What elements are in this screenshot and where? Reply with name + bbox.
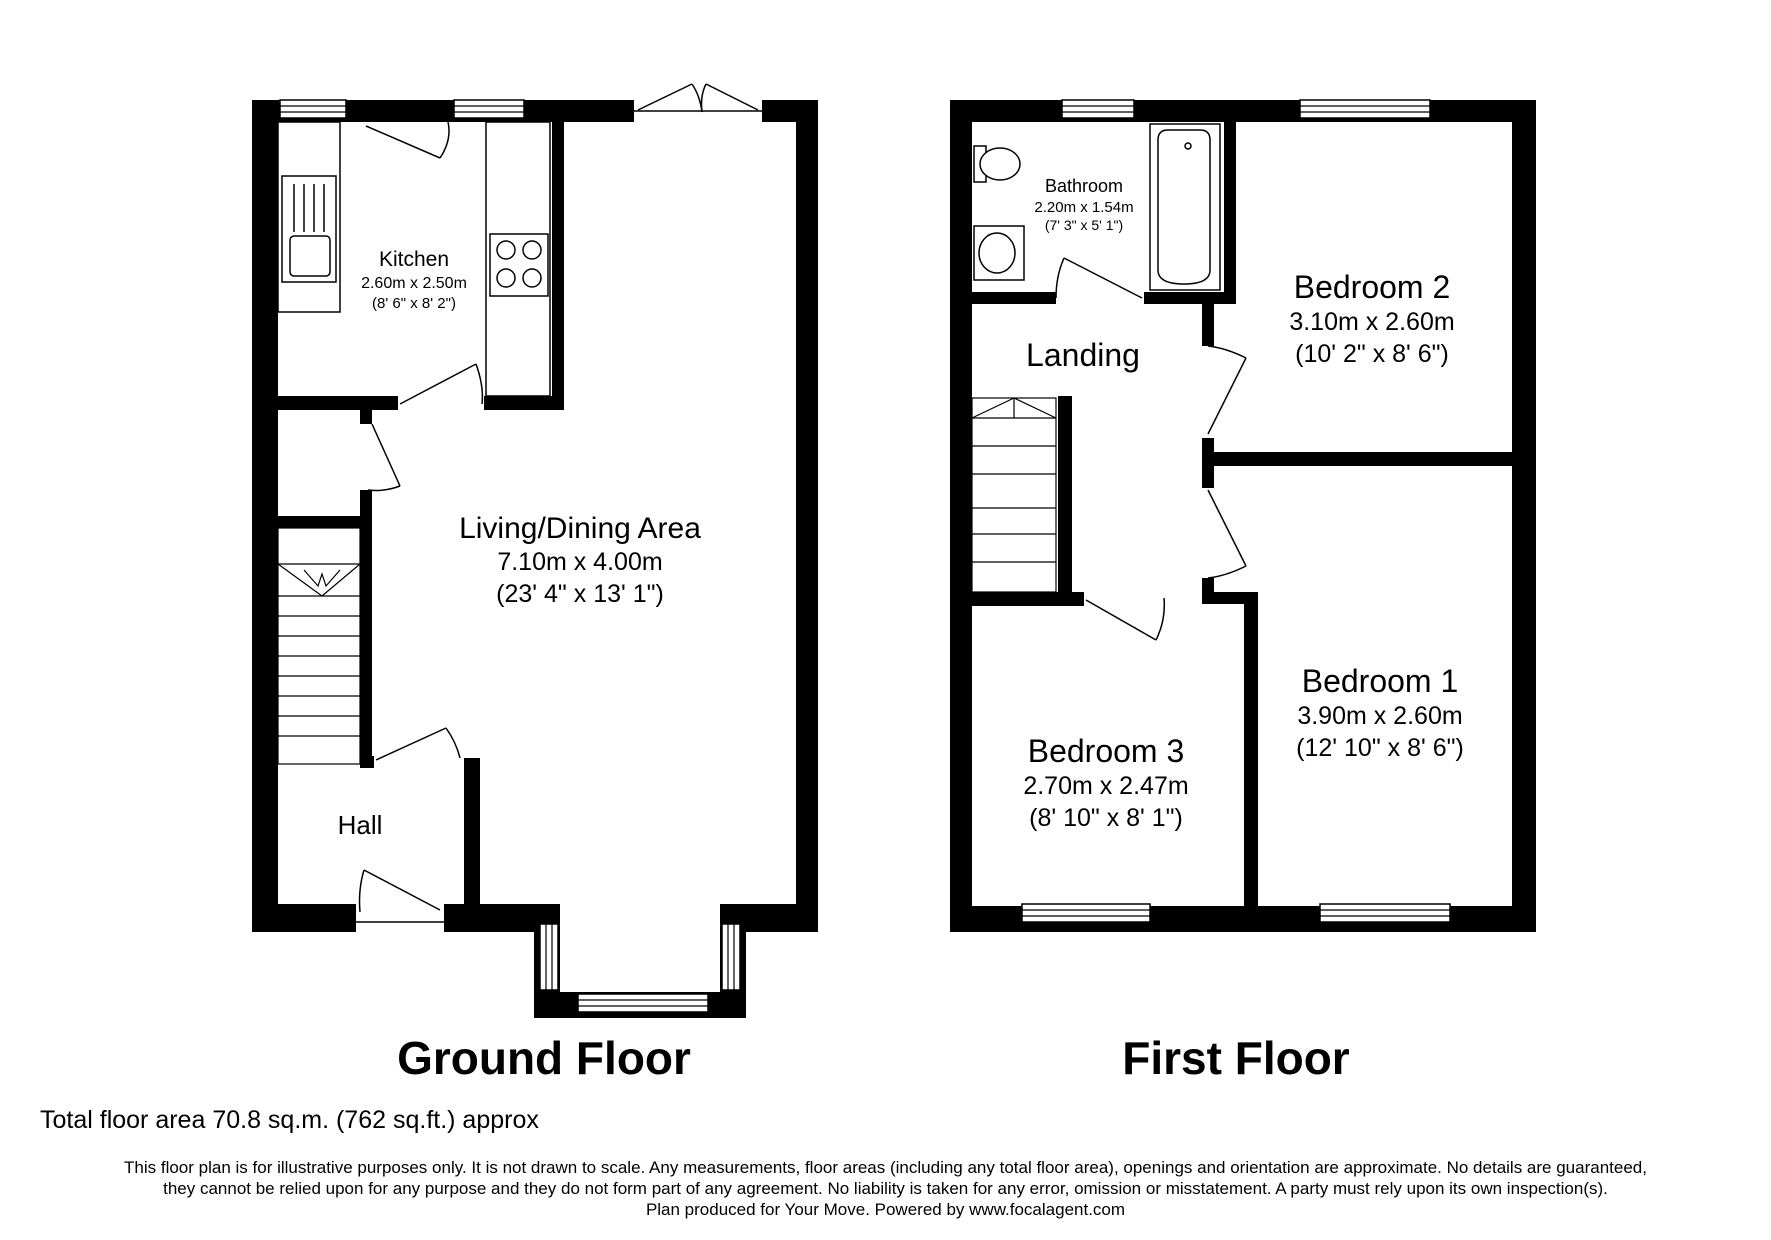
ground-back-door [365,111,454,159]
bedroom2-dimensions-metric: 3.10m x 2.60m [1289,308,1454,336]
bedroom3-dimensions-imperial: (8' 10" x 8' 1") [1029,804,1183,832]
bedroom3-door [1085,597,1166,641]
first-staircase [971,397,1057,593]
kitchen-dimensions-metric: 2.60m x 2.50m [361,275,467,292]
living-dimensions-metric: 7.10m x 4.00m [497,548,662,576]
disclaimer-line-3: Plan produced for Your Move. Powered by … [645,1200,1126,1219]
bedroom1-window [1319,903,1451,923]
bedroom1-dimensions-metric: 3.90m x 2.60m [1297,702,1462,730]
bedroom2-door [1207,345,1247,435]
kitchen-name: Kitchen [379,248,449,271]
disclaimer-line-1: This floor plan is for illustrative purp… [124,1158,1647,1177]
bedroom2-window [1299,99,1431,119]
ground-staircase [277,527,361,765]
ground-floor-plan: Kitchen 2.60m x 2.50m (8' 6" x 8' 2") Li… [252,83,818,1084]
kitchen-worktop-right [485,121,551,397]
bathroom-window [1061,99,1135,119]
washbasin [973,225,1025,281]
kitchen-worktop-left [277,121,341,313]
ground-window-bay-left [539,923,559,991]
kitchen-dimensions-imperial: (8' 6" x 8' 2") [372,295,456,312]
hall-name: Hall [338,810,383,840]
ground-window-kitchen-left [279,99,347,119]
ground-french-doors [634,83,762,113]
living-dimensions-imperial: (23' 4" x 13' 1") [496,580,664,608]
toilet [973,145,1021,183]
bedroom3-name: Bedroom 3 [1028,733,1185,769]
disclaimer-line-2: they cannot be relied upon for any purpo… [163,1179,1608,1198]
bathtub [1149,123,1221,291]
front-door [356,869,444,923]
first-floor-plan: Bathroom 2.20m x 1.54m (7' 3" x 5' 1") L… [950,99,1536,1084]
bedroom3-dimensions-metric: 2.70m x 2.47m [1023,772,1188,800]
first-floor-title: First Floor [1122,1032,1350,1084]
bedroom3-window [1021,903,1151,923]
ground-floor-title: Ground Floor [397,1032,691,1084]
bedroom2-name: Bedroom 2 [1294,269,1451,305]
bathroom-name: Bathroom [1045,176,1123,196]
cupboard-door [367,423,401,492]
hall-living-door [375,727,461,761]
living-name: Living/Dining Area [459,512,701,545]
ground-window-kitchen-right [453,99,525,119]
landing-name: Landing [1026,337,1140,373]
bedroom1-dimensions-imperial: (12' 10" x 8' 6") [1296,734,1464,762]
kitchen-door [399,363,484,405]
bathroom-door [1055,257,1143,299]
bedroom2-dimensions-imperial: (10' 2" x 8' 6") [1295,340,1449,368]
bedroom1-name: Bedroom 1 [1302,663,1459,699]
ground-window-bay-right [721,923,741,991]
bathroom-dimensions-imperial: (7' 3" x 5' 1") [1045,217,1123,233]
bathroom-dimensions-metric: 2.20m x 1.54m [1034,199,1133,216]
ground-window-bay-front [577,993,709,1013]
total-floor-area: Total floor area 70.8 sq.m. (762 sq.ft.)… [40,1106,539,1134]
bedroom1-door [1207,489,1247,579]
